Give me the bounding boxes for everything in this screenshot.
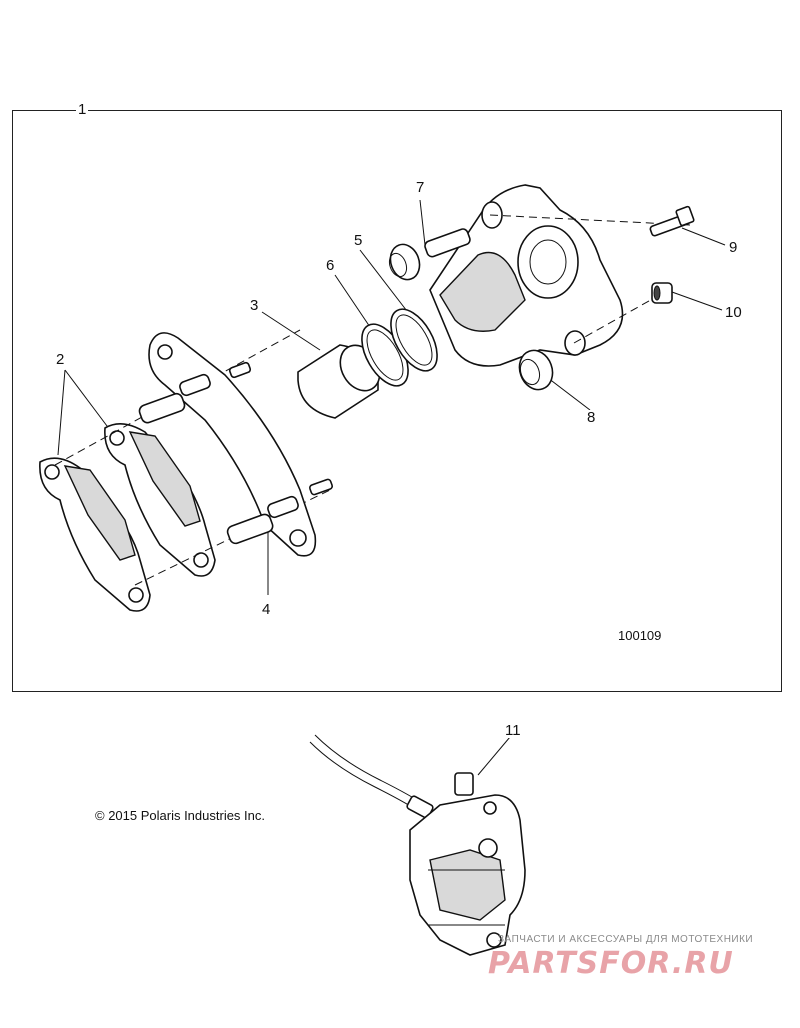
brake-pad-outer xyxy=(39,457,151,612)
callout-9: 9 xyxy=(727,239,740,256)
callout-7: 7 xyxy=(414,179,427,196)
drawing-number: 100109 xyxy=(618,628,662,643)
callout-8: 8 xyxy=(585,409,598,426)
watermark-logo: PARTSFOR.RU xyxy=(488,946,734,981)
bleeder-screw xyxy=(649,205,695,237)
copyright-notice: © 2015 Polaris Industries Inc. xyxy=(95,808,265,823)
callout-3: 3 xyxy=(248,297,261,314)
brake-pad-inner xyxy=(104,423,216,577)
assembly-frame xyxy=(12,110,782,692)
callout-2: 2 xyxy=(54,351,67,368)
caliper-body xyxy=(429,184,691,367)
callout-11: 11 xyxy=(503,722,523,739)
caliper-assembly-installed xyxy=(309,734,526,956)
guide-pin-boot-top xyxy=(388,228,471,281)
callout-1: 1 xyxy=(76,101,89,118)
bleeder-cap xyxy=(651,282,673,304)
seal-rings xyxy=(361,308,438,387)
callout-5: 5 xyxy=(352,232,365,249)
callout-4: 4 xyxy=(260,601,273,618)
slide-pins xyxy=(138,361,334,545)
boot-lower xyxy=(518,349,554,391)
callout-10: 10 xyxy=(723,304,744,321)
callout-6: 6 xyxy=(324,257,337,274)
watermark-tagline: ЗАПЧАСТИ И АКСЕССУАРЫ ДЛЯ МОТОТЕХНИКИ xyxy=(498,934,754,945)
